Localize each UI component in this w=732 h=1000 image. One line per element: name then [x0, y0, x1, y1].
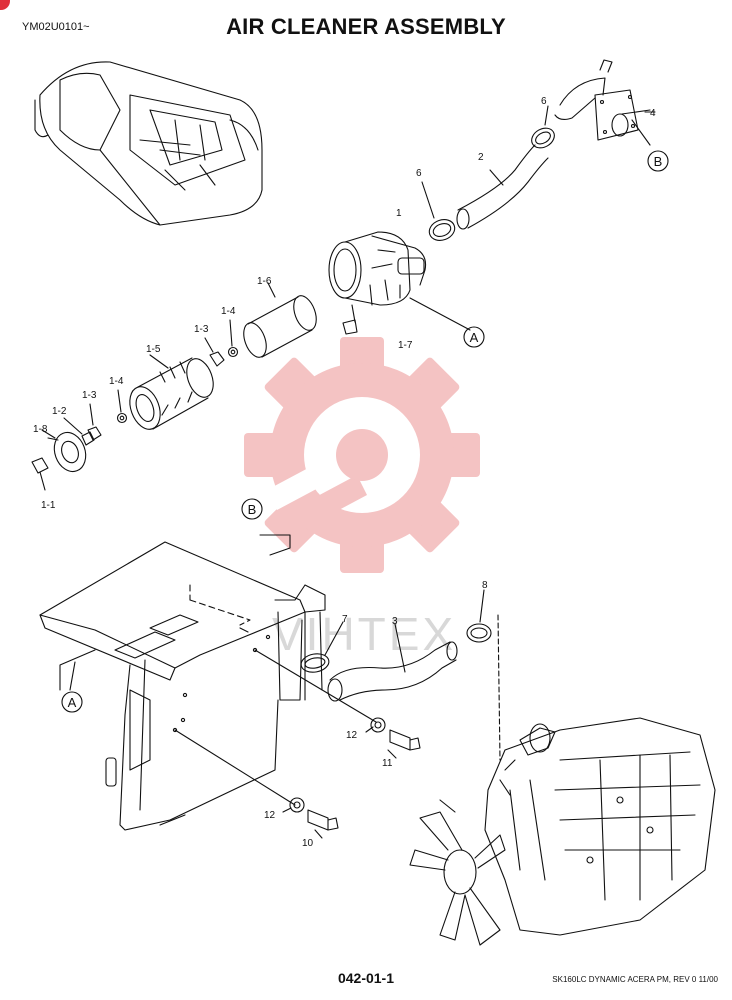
part-label-6-upper: 6: [541, 96, 547, 107]
part-label-2: 2: [478, 152, 484, 163]
lower-hose: [327, 623, 458, 702]
part-label-1-7: 1-7: [398, 340, 413, 351]
part-label-4: 4: [650, 108, 656, 119]
upper-hose: [456, 144, 549, 230]
washer-12-upper: [365, 717, 386, 733]
watermark-gear-icon: [244, 337, 480, 573]
part-label-1-4-upper: 1-4: [221, 306, 236, 317]
callout-b-bottom: B: [248, 502, 257, 517]
machine-overview: [34, 61, 263, 226]
cooling-fan: [409, 799, 506, 946]
washer-12-lower: [282, 797, 305, 813]
engine-block: [484, 717, 716, 936]
part-label-1-8: 1-8: [33, 424, 48, 435]
part-label-1-3-upper: 1-3: [194, 324, 209, 335]
washer-1-4-lower: [116, 389, 128, 424]
outer-filter-element: [129, 354, 214, 430]
watermark-text: VIHTEX: [272, 608, 456, 660]
callout-b-top: B: [654, 154, 663, 169]
clip-1-3-lower: [87, 403, 102, 441]
part-label-12-upper: 12: [346, 730, 358, 741]
callout-a-bottom: A: [68, 695, 77, 710]
part-label-3: 3: [392, 616, 398, 627]
support-bracket-frame: [39, 534, 377, 831]
corner-mark: [0, 0, 10, 10]
part-label-6-middle: 6: [416, 168, 422, 179]
part-label-1-5: 1-5: [146, 344, 161, 355]
hose-clamp-middle: [421, 181, 456, 241]
callout-a-bottom-circle: [61, 691, 83, 713]
part-label-8: 8: [482, 580, 488, 591]
bolt-1-1: [31, 457, 49, 491]
part-label-1-6: 1-6: [257, 276, 272, 287]
part-label-1-3-lower: 1-3: [82, 390, 97, 401]
part-label-1-2: 1-2: [52, 406, 67, 417]
page-title: AIR CLEANER ASSEMBLY: [226, 14, 506, 39]
bolt-11: [387, 729, 421, 759]
part-label-1-4-lower: 1-4: [109, 376, 124, 387]
end-cover: [41, 429, 87, 473]
inner-filter-element: [243, 282, 317, 358]
hose-clamp-upper: [531, 105, 555, 149]
air-cleaner-housing: [328, 231, 471, 335]
hose-clamp-lower-left: [300, 621, 344, 673]
part-label-11: 11: [382, 758, 393, 769]
model-revision: SK160LC DYNAMIC ACERA PM, REV 0 11/00: [552, 975, 718, 984]
washer-1-4-upper: [227, 319, 239, 358]
callout-a-top: A: [470, 330, 479, 345]
callout-b-bottom-circle: [241, 498, 263, 520]
intake-adapter-pipe: [554, 59, 656, 146]
part-label-7: 7: [342, 614, 348, 625]
callout-b-top-circle: [647, 150, 669, 172]
part-label-1-1: 1-1: [41, 500, 56, 511]
reference-code: YM02U0101~: [22, 21, 90, 33]
page-number: 042-01-1: [337, 970, 395, 986]
part-label-10: 10: [302, 838, 314, 849]
callout-a-top-circle: [463, 326, 485, 348]
clip-1-3-upper: [204, 337, 225, 367]
clip-1-2: [63, 417, 95, 446]
part-label-1: 1: [396, 208, 402, 219]
hose-clamp-lower-right: [466, 589, 501, 761]
bolt-10: [307, 809, 339, 839]
part-label-12-lower: 12: [264, 810, 276, 821]
